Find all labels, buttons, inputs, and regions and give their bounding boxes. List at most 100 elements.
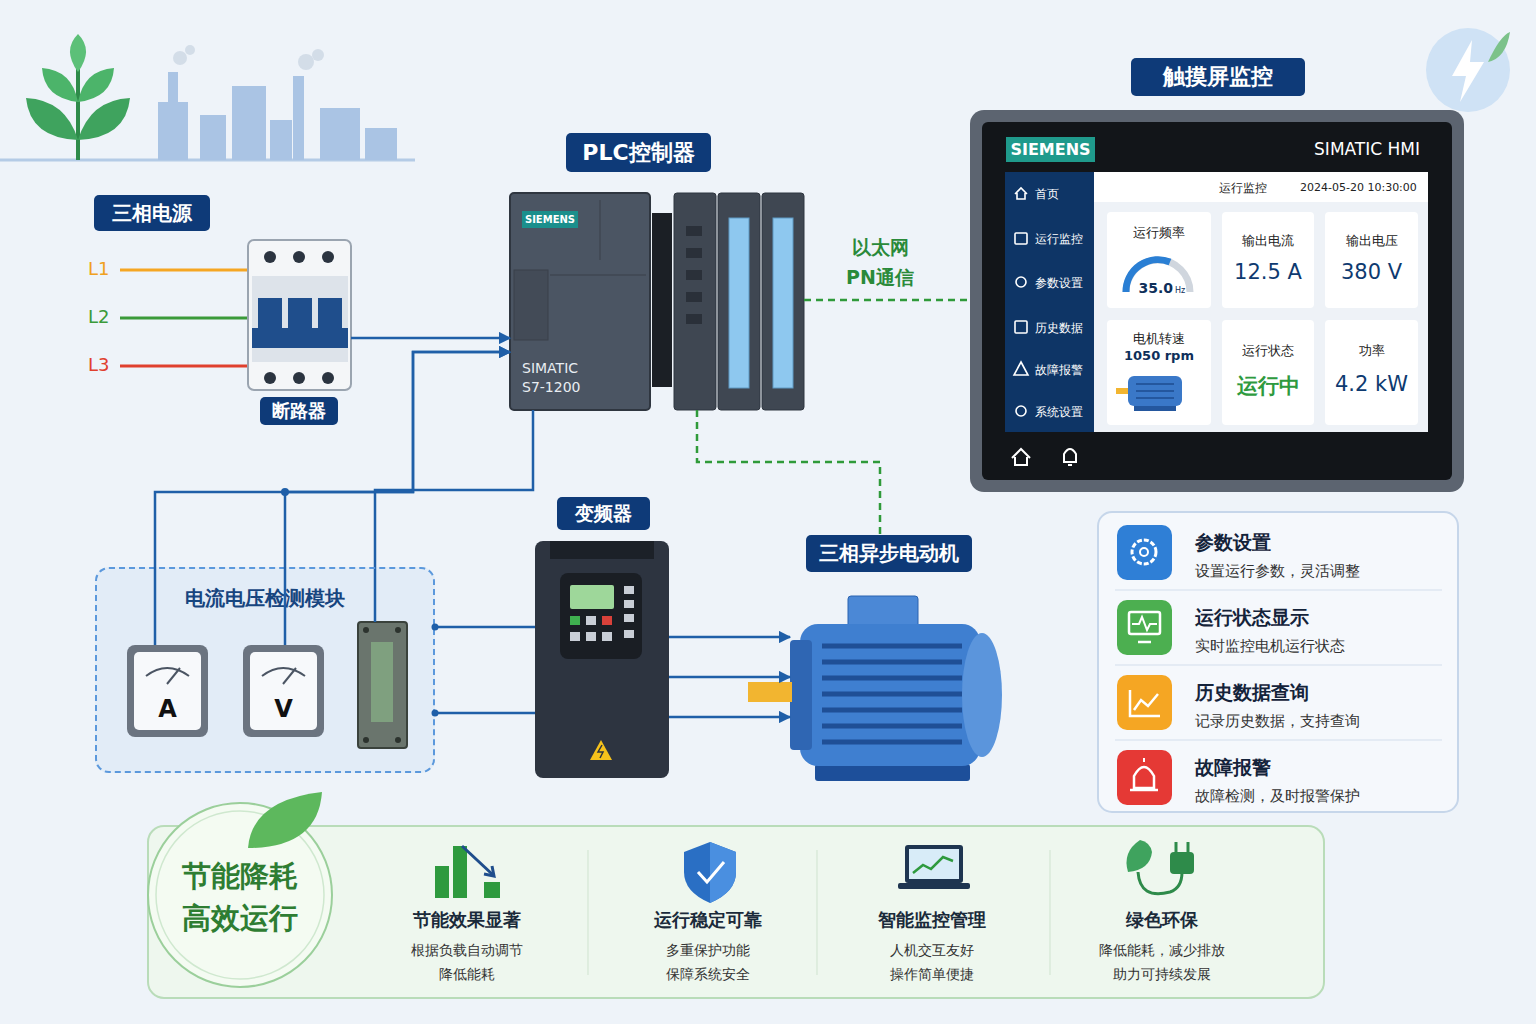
city-skyline <box>158 102 188 160</box>
hmi-screen <box>1325 212 1418 308</box>
hmi-screen <box>1016 406 1026 416</box>
benefit-band <box>156 811 324 979</box>
feature-panel <box>1098 512 1458 812</box>
three-phase-lines <box>120 317 250 320</box>
inverter-body <box>624 630 634 638</box>
benefit-band <box>453 846 467 898</box>
node-text: 节能降耗 高效运行 <box>175 855 305 939</box>
feature-panel <box>1115 590 1442 591</box>
wire-connector <box>435 712 535 715</box>
ethernet-link <box>804 299 970 302</box>
motor-body <box>815 764 970 781</box>
hmi-screen <box>1094 172 1428 202</box>
city-skyline <box>185 45 195 55</box>
hmi-screen <box>1016 277 1026 287</box>
feature-panel <box>1130 789 1158 792</box>
city-skyline <box>320 108 360 160</box>
node-text: 35.0 <box>1127 280 1173 296</box>
node-text: A <box>127 695 208 723</box>
benefit-band <box>588 850 589 975</box>
detection-panel <box>243 645 324 737</box>
node-text: 运行状态显示 <box>1195 605 1445 631</box>
detection-panel <box>95 567 435 773</box>
hmi-screen <box>1107 320 1211 425</box>
menu-item: 首页 <box>1035 186 1093 203</box>
feature-panel <box>1134 767 1154 788</box>
hmi-screen <box>1005 172 1094 432</box>
hmi-screen <box>1134 406 1176 411</box>
benefit-band <box>698 862 724 882</box>
motor-body <box>748 596 1002 781</box>
breaker-symbol <box>252 276 348 362</box>
feature-panel <box>1115 665 1442 666</box>
benefit-band <box>817 850 818 975</box>
inverter-body <box>590 740 612 760</box>
plc-hardware <box>514 270 548 340</box>
feature-panel <box>1132 617 1157 630</box>
city-skyline <box>232 86 266 160</box>
benefit-band <box>435 866 449 898</box>
feature-panel <box>1138 641 1151 644</box>
feature-item: 故障报警故障检测，及时报警保护 <box>1110 749 1450 815</box>
section-label: 三相电源 <box>94 195 210 231</box>
feature-item: 历史数据查询记录历史数据，支持查询 <box>1110 674 1450 740</box>
hmi-screen <box>1136 397 1174 399</box>
breaker-symbol <box>288 298 312 330</box>
node-text: 断路器 <box>260 397 338 425</box>
three-phase-lines <box>120 270 250 366</box>
plant-icon <box>26 34 130 160</box>
hmi-screen <box>1015 188 1027 199</box>
inverter-body <box>598 745 603 758</box>
motor-body <box>962 633 1002 757</box>
feature-panel <box>1130 690 1160 716</box>
city-skyline <box>200 115 226 160</box>
node-text: SIMATIC HMI <box>1270 137 1420 162</box>
benefit-band <box>484 882 500 898</box>
timestamp: 2024-05-20 10:30:00 <box>1300 181 1425 194</box>
benefit-band <box>909 849 959 879</box>
inverter-body <box>624 586 634 594</box>
hmi-screen <box>1222 320 1314 425</box>
wire-connector <box>435 626 535 629</box>
node-text: 三相异步电动机 <box>806 535 972 572</box>
motor-body <box>748 682 792 702</box>
benefit-band <box>905 845 963 883</box>
city-skyline <box>293 76 304 160</box>
feature-panel <box>1117 675 1172 730</box>
phase-label: L2 <box>88 306 122 327</box>
node-text: 降低能耗，减少排放 助力可持续发展 <box>1087 938 1237 986</box>
node-text: 功率 <box>1325 342 1418 360</box>
motor-body <box>822 646 962 742</box>
node-text: 绿色环保 <box>1052 908 1272 932</box>
motor-body <box>822 676 962 681</box>
energy-badge <box>1426 28 1510 112</box>
hmi-screen <box>1128 376 1182 406</box>
node-text: V <box>243 695 324 723</box>
plant-icon <box>42 68 78 102</box>
hmi-screen <box>1015 321 1027 333</box>
detection-panel <box>262 668 305 676</box>
ethernet-link <box>697 410 880 535</box>
benefit-band <box>1187 842 1190 852</box>
node-text: 电机转速 <box>1107 330 1211 348</box>
hmi-screen <box>1136 390 1174 392</box>
hmi-screen <box>970 110 1464 492</box>
hmi-tile: 电机转速1050 rpm <box>1107 320 1211 425</box>
wire-connector <box>285 352 510 645</box>
hmi-tile: 运行状态运行中 <box>1222 320 1314 425</box>
breaker-symbol <box>264 251 276 263</box>
feature-panel <box>1117 525 1172 580</box>
inverter-body <box>624 614 634 622</box>
node-text: 1050 rpm <box>1107 348 1211 363</box>
menu-item: 运行监控 <box>1035 231 1093 248</box>
plant-icon <box>26 98 78 140</box>
three-phase-lines <box>120 365 250 368</box>
node-text: 4.2 kW <box>1325 372 1418 396</box>
hmi-tile: 功率 4.2 kW <box>1325 320 1418 425</box>
node-text: 输出电流 <box>1222 232 1314 250</box>
menu-item: 历史数据 <box>1035 320 1093 337</box>
wire-connector <box>669 636 790 639</box>
hmi-box: 触摸屏监控SIEMENSSIMATIC HMI运行频率35.0Hz输出电流12.… <box>970 58 1464 492</box>
plc-hardware <box>686 314 702 324</box>
